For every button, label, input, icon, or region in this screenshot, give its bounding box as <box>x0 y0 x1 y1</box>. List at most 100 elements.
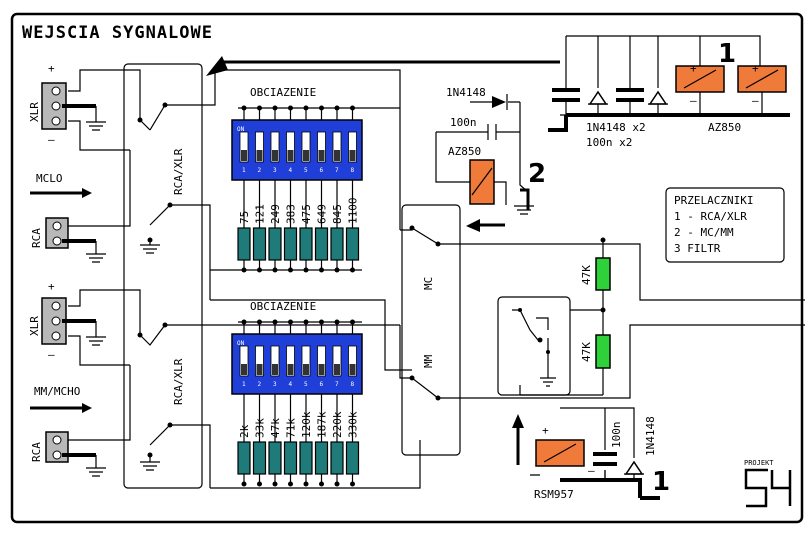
relay1-plus-b: + <box>752 62 759 75</box>
xlr-bottom-minus: – <box>48 348 55 361</box>
resistor-bottom-1 <box>237 441 251 475</box>
dip-switch-2[interactable] <box>255 131 264 163</box>
relay2-coil <box>469 159 495 205</box>
dip-switch-1[interactable] <box>239 345 249 377</box>
resistor-value: 71k <box>285 418 298 438</box>
resistor-value: 249 <box>269 204 282 224</box>
resistor-value: 475 <box>300 204 313 224</box>
dip-switch-2[interactable] <box>255 345 264 377</box>
dip-switch-3[interactable] <box>270 345 280 377</box>
switch-rca-xlr-top-label: RCA/XLR <box>172 148 185 195</box>
rsm957-diode-label: 1N4148 <box>644 416 657 456</box>
dip-number: 6 <box>320 381 324 388</box>
filter-switch-frame <box>497 296 571 396</box>
project-logo-text: PROJEKT <box>744 459 774 467</box>
dip-on-label: ON <box>237 340 245 347</box>
resistor-value: 383 <box>285 204 298 224</box>
xlr-top-plus: + <box>48 62 55 75</box>
dip-switch-8[interactable] <box>348 131 357 163</box>
dip-number: 7 <box>335 381 339 388</box>
resistor-value: 220k <box>331 411 344 438</box>
dip-switch-4[interactable] <box>286 345 295 377</box>
rsm957-relay-label: RSM957 <box>534 488 574 501</box>
legend-line-2: 2 - MC/MM <box>674 226 734 239</box>
relay1-minus-b: – <box>752 94 759 107</box>
dip-on-label: ON <box>237 126 245 133</box>
legend-title: PRZELACZNIKI <box>674 194 753 207</box>
dip-switch-4[interactable] <box>286 131 295 163</box>
legend-line-3: 3 FILTR <box>674 242 721 255</box>
dip-switch-6[interactable] <box>317 131 326 163</box>
dip-switch-6[interactable] <box>317 345 326 377</box>
rca-bottom-label: RCA <box>30 442 43 462</box>
dip-number: 7 <box>335 167 339 174</box>
xlr-connector-bottom <box>41 297 106 346</box>
mclo-label: MCLO <box>36 172 63 185</box>
dip-number: 1 <box>242 381 246 388</box>
dip-number: 3 <box>273 381 277 388</box>
relay2-number: 2 <box>528 159 546 189</box>
dip-switch-7[interactable] <box>332 345 342 377</box>
rsm957-minus: – <box>588 464 595 477</box>
xlr-top-label: XLR <box>28 102 41 122</box>
resistor-top-8 <box>345 227 360 261</box>
relay1-number: 1 <box>718 39 736 69</box>
rsm957-cap-label: 100n <box>610 422 623 449</box>
resistor-top-2 <box>252 227 267 261</box>
resistor-value: 2k <box>238 424 251 438</box>
dip-number: 4 <box>289 167 293 174</box>
resistor-top-5 <box>299 227 313 261</box>
load-bottom-title: OBCIAZENIE <box>250 300 316 313</box>
dip-switch-7[interactable] <box>332 131 342 163</box>
resistor-value: 1100 <box>347 198 360 225</box>
switch-mc-label: MC <box>422 277 435 290</box>
divider-r2-label: 47K <box>580 342 593 362</box>
relay1-plus-a: + <box>690 62 697 75</box>
dip-number: 5 <box>304 381 308 388</box>
resistor-top-1 <box>237 227 251 261</box>
resistor-top-4 <box>283 227 298 261</box>
resistor-bottom-8 <box>345 441 360 475</box>
rca-xlr-switch-frame <box>123 63 203 489</box>
legend-line-1: 1 - RCA/XLR <box>674 210 747 223</box>
switch-rca-xlr-bottom-label: RCA/XLR <box>172 358 185 405</box>
resistor-value: 75 <box>238 211 251 224</box>
resistor-bottom-5 <box>299 441 313 475</box>
dip-switch-5[interactable] <box>301 131 311 163</box>
load-top-title: OBCIAZENIE <box>250 86 316 99</box>
divider-resistor-1 <box>595 257 611 291</box>
rca-top-label: RCA <box>30 228 43 248</box>
resistor-value: 187k <box>316 411 329 438</box>
dip-number: 2 <box>258 167 262 174</box>
dip-switch-8[interactable] <box>348 345 357 377</box>
resistor-value: 649 <box>316 204 329 224</box>
dip-number: 1 <box>242 167 246 174</box>
resistor-value: 845 <box>331 204 344 224</box>
dip-switch-3[interactable] <box>270 131 280 163</box>
dip-switch-1[interactable] <box>239 131 249 163</box>
resistor-bottom-4 <box>283 441 298 475</box>
mm-mcho-label: MM/MCHO <box>34 385 80 398</box>
resistor-bottom-6 <box>314 441 329 475</box>
resistor-value: 121 <box>254 204 267 224</box>
resistor-value: 47k <box>269 418 282 438</box>
rsm957-number: 1 <box>652 467 670 497</box>
rsm957-plus: + <box>542 424 549 437</box>
resistor-bottom-2 <box>252 441 267 475</box>
top-right-relay-label: AZ850 <box>708 121 741 134</box>
divider-resistor-2 <box>595 334 611 369</box>
xlr-connector-top <box>41 82 106 131</box>
xlr-bottom-label: XLR <box>28 316 41 336</box>
legend-box <box>665 187 785 263</box>
xlr-top-minus: – <box>48 133 55 146</box>
dip-switch-5[interactable] <box>301 345 311 377</box>
dip-number: 2 <box>258 381 262 388</box>
resistor-bottom-3 <box>268 441 282 475</box>
dip-number: 8 <box>351 167 355 174</box>
resistor-value: 33k <box>254 418 267 438</box>
